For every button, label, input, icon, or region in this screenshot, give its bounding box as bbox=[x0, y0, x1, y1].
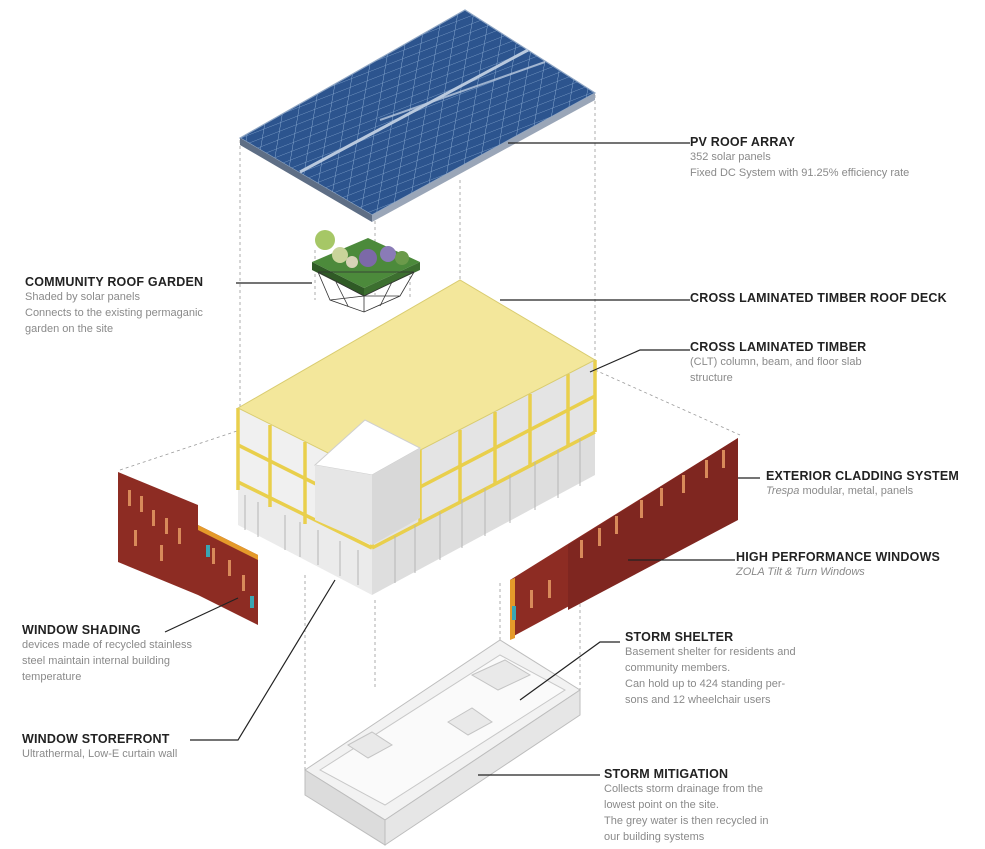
exterior-cladding-panel bbox=[510, 438, 738, 640]
clt-structure-title: CROSS LAMINATED TIMBER bbox=[690, 340, 867, 354]
window-storefront-desc: Ultrathermal, Low-E curtain wall bbox=[22, 748, 178, 760]
clt-roof-deck-label: CROSS LAMINATED TIMBER ROOF DECK bbox=[690, 291, 947, 305]
leader-lines bbox=[164, 142, 760, 776]
storm-mitigation-label: STORM MITIGATION Collects storm drainage… bbox=[604, 767, 768, 845]
storm-mitigation-desc-2: lowest point on the site. bbox=[604, 799, 719, 811]
window-storefront-label: WINDOW STOREFRONT Ultrathermal, Low-E cu… bbox=[22, 732, 177, 762]
window-shading-desc-3: temperature bbox=[22, 671, 82, 683]
high-performance-windows-title: HIGH PERFORMANCE WINDOWS bbox=[736, 550, 941, 564]
high-performance-windows-label: HIGH PERFORMANCE WINDOWS ZOLA Tilt & Tur… bbox=[736, 550, 940, 580]
window-shading-label: WINDOW SHADING devices made of recycled … bbox=[22, 623, 192, 685]
exterior-cladding-desc-rest: modular, metal, panels bbox=[799, 485, 914, 497]
window-shading-title: WINDOW SHADING bbox=[22, 623, 141, 637]
storm-shelter-desc-1: Basement shelter for residents and bbox=[625, 646, 796, 658]
exterior-cladding-title: EXTERIOR CLADDING SYSTEM bbox=[766, 469, 960, 483]
storm-shelter-desc-2: community members. bbox=[625, 662, 731, 674]
pv-roof-array-desc-1: 352 solar panels bbox=[690, 151, 771, 163]
window-shading-panel bbox=[118, 472, 258, 625]
storm-mitigation-desc-3: The grey water is then recycled in bbox=[604, 815, 769, 827]
storm-shelter-basement bbox=[304, 639, 581, 846]
pv-roof-array-title: PV ROOF ARRAY bbox=[690, 135, 796, 149]
storm-mitigation-desc-4: our building systems bbox=[604, 831, 705, 843]
community-roof-garden-desc-3: garden on the site bbox=[25, 323, 114, 335]
pv-roof-array bbox=[238, 9, 597, 222]
pv-roof-array-label: PV ROOF ARRAY 352 solar panels Fixed DC … bbox=[690, 135, 909, 181]
community-roof-garden-label: COMMUNITY ROOF GARDEN Shaded by solar pa… bbox=[25, 275, 203, 337]
storm-shelter-label: STORM SHELTER Basement shelter for resid… bbox=[625, 630, 796, 708]
exterior-cladding-brand: Trespa bbox=[766, 485, 800, 497]
building-structure bbox=[236, 279, 597, 595]
storm-shelter-title: STORM SHELTER bbox=[625, 630, 734, 644]
exterior-cladding-label: EXTERIOR CLADDING SYSTEM Trespa modular,… bbox=[766, 469, 959, 499]
storm-mitigation-title: STORM MITIGATION bbox=[604, 767, 729, 781]
pv-roof-array-desc-2: Fixed DC System with 91.25% efficiency r… bbox=[690, 167, 910, 179]
window-shading-desc-2: steel maintain internal building bbox=[22, 655, 170, 667]
community-roof-garden-title: COMMUNITY ROOF GARDEN bbox=[25, 275, 204, 289]
clt-roof-deck-title: CROSS LAMINATED TIMBER ROOF DECK bbox=[690, 291, 947, 305]
clt-structure-label: CROSS LAMINATED TIMBER (CLT) column, bea… bbox=[690, 340, 866, 386]
community-roof-garden-desc-1: Shaded by solar panels bbox=[25, 291, 140, 303]
high-performance-windows-desc: ZOLA Tilt & Turn Windows bbox=[736, 566, 865, 578]
exterior-cladding-desc: Trespa modular, metal, panels bbox=[766, 483, 959, 499]
clt-structure-desc-1: (CLT) column, beam, and floor slab bbox=[690, 356, 862, 368]
storm-shelter-desc-3: Can hold up to 424 standing per- bbox=[625, 678, 786, 690]
window-shading-desc-1: devices made of recycled stainless bbox=[22, 639, 192, 651]
community-roof-garden bbox=[312, 230, 420, 313]
storm-shelter-desc-4: sons and 12 wheelchair users bbox=[625, 694, 771, 706]
window-storefront-title: WINDOW STOREFRONT bbox=[22, 732, 170, 746]
storm-mitigation-desc-1: Collects storm drainage from the bbox=[604, 783, 763, 795]
clt-structure-desc-2: structure bbox=[690, 372, 733, 384]
community-roof-garden-desc-2: Connects to the existing permaganic bbox=[25, 307, 203, 319]
